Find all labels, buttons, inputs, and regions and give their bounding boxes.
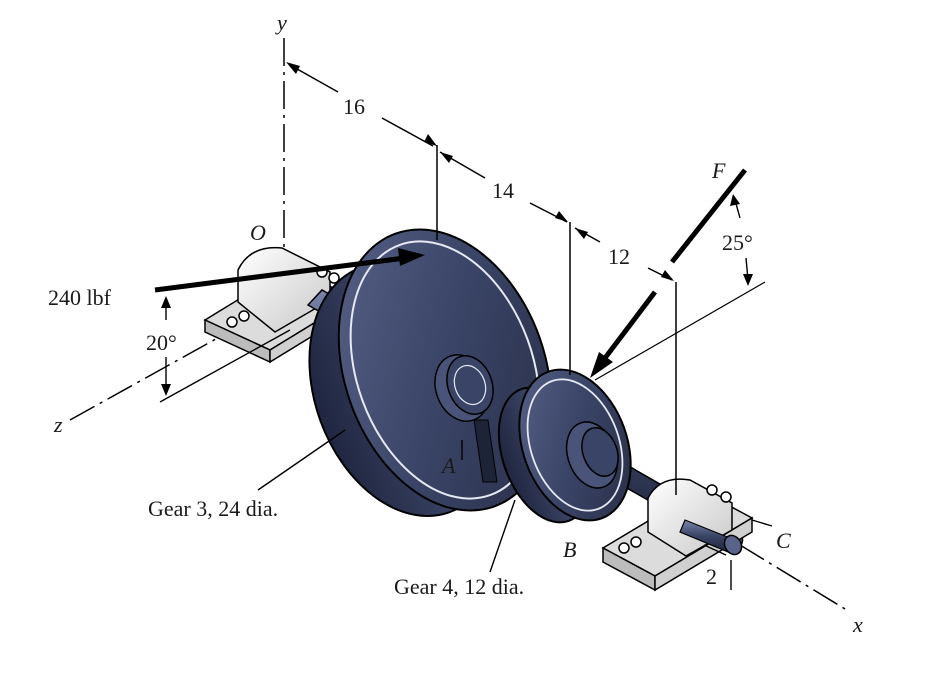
dimension-12-label: 12 <box>608 244 630 269</box>
gear-4 <box>497 368 632 524</box>
gear-3-label: Gear 3, 24 dia. <box>148 496 278 521</box>
dimension-14-label: 14 <box>492 178 514 203</box>
force-240-label: 240 lbf <box>48 285 112 310</box>
angle-20-dimension <box>159 296 291 403</box>
gear-4-leader <box>489 499 516 573</box>
dimension-2-label: 2 <box>706 564 717 589</box>
force-f-label: F <box>711 158 726 183</box>
force-f-reference-line <box>594 281 766 381</box>
gear-4-label: Gear 4, 12 dia. <box>394 574 524 599</box>
point-c-label: C <box>776 528 791 553</box>
angle-20-label: 20° <box>146 330 177 355</box>
point-a-label: A <box>440 453 456 478</box>
dimension-line <box>286 62 677 495</box>
angle-25-dimension <box>730 194 753 286</box>
angle-25-label: 25° <box>722 230 753 255</box>
bearing-c <box>601 478 754 592</box>
dimension-2 <box>703 519 773 590</box>
x-axis <box>739 544 851 613</box>
z-axis-label: z <box>53 412 63 437</box>
y-axis-label: y <box>275 10 287 35</box>
x-axis-label: x <box>852 612 863 637</box>
z-axis <box>69 319 251 421</box>
dimension-16-label: 16 <box>343 94 365 119</box>
force-240-arrow <box>154 248 425 293</box>
force-f-arrow <box>590 168 747 378</box>
point-o-label: O <box>250 220 266 245</box>
point-b-label: B <box>563 537 576 562</box>
gear-3-leader <box>257 429 346 491</box>
